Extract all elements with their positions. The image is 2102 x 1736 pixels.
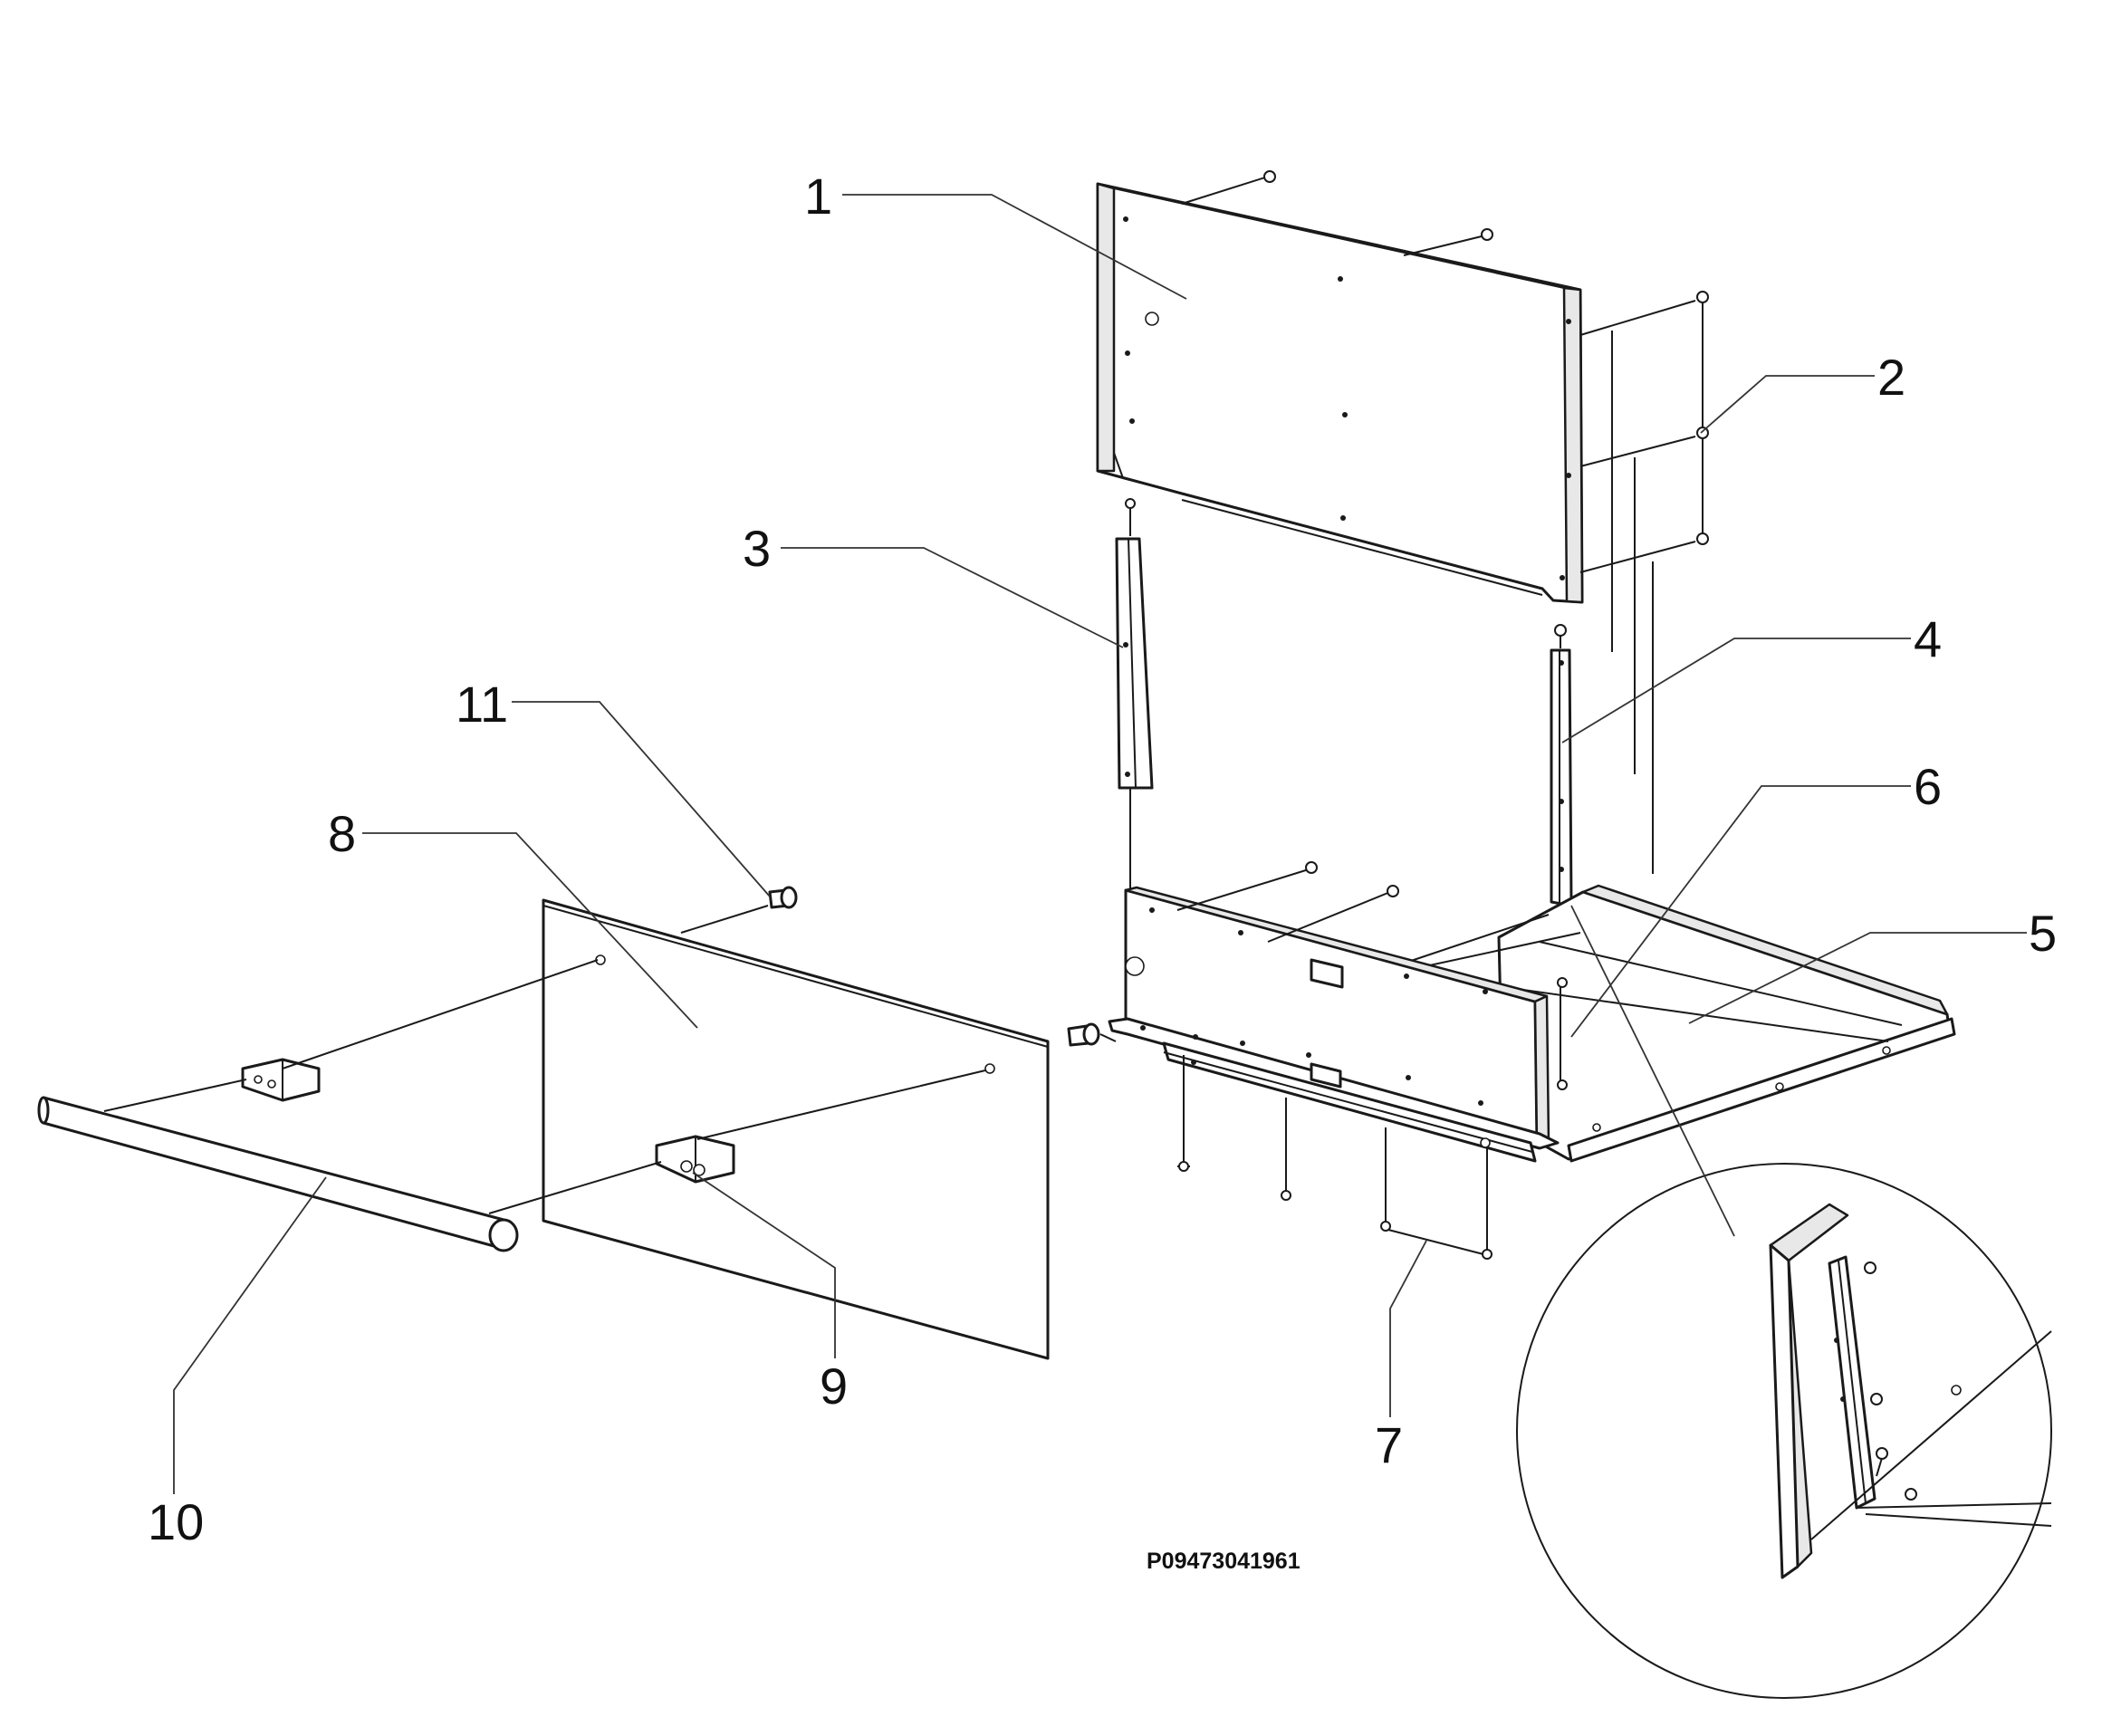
callout-2: 2 <box>1877 349 1905 406</box>
leader-lines <box>173 194 2027 1494</box>
callout-labels: 1 2 3 4 5 6 7 8 9 10 11 <box>148 168 2057 1550</box>
part-4-right-bracket <box>1550 624 1573 907</box>
part-9-handle-mounts <box>241 959 986 1184</box>
part-2-screws <box>1579 291 1709 874</box>
part-7-bottom-screws <box>1177 1055 1493 1260</box>
callout-5: 5 <box>2029 905 2057 962</box>
part-8-glass-panel <box>542 898 1050 1360</box>
callout-1: 1 <box>804 168 832 225</box>
drawing-code: P09473041961 <box>1147 1549 1301 1574</box>
part-1-top-panel <box>1096 170 1584 604</box>
callout-6: 6 <box>1914 758 1942 815</box>
callout-9: 9 <box>820 1357 848 1415</box>
part-10-handle-bar <box>37 1079 662 1252</box>
detail-view-circle <box>1516 1163 2052 1699</box>
part-3-left-bracket <box>1115 498 1154 897</box>
base-front-frame <box>1108 861 1568 1163</box>
part-5-base-tray <box>1407 884 1956 1163</box>
callout-11: 11 <box>456 676 508 733</box>
part-11-studs <box>680 886 1117 1047</box>
callout-7: 7 <box>1375 1416 1403 1473</box>
callout-3: 3 <box>743 520 771 577</box>
callout-8: 8 <box>328 805 356 862</box>
callout-10: 10 <box>148 1493 204 1550</box>
callout-4: 4 <box>1914 610 1942 667</box>
